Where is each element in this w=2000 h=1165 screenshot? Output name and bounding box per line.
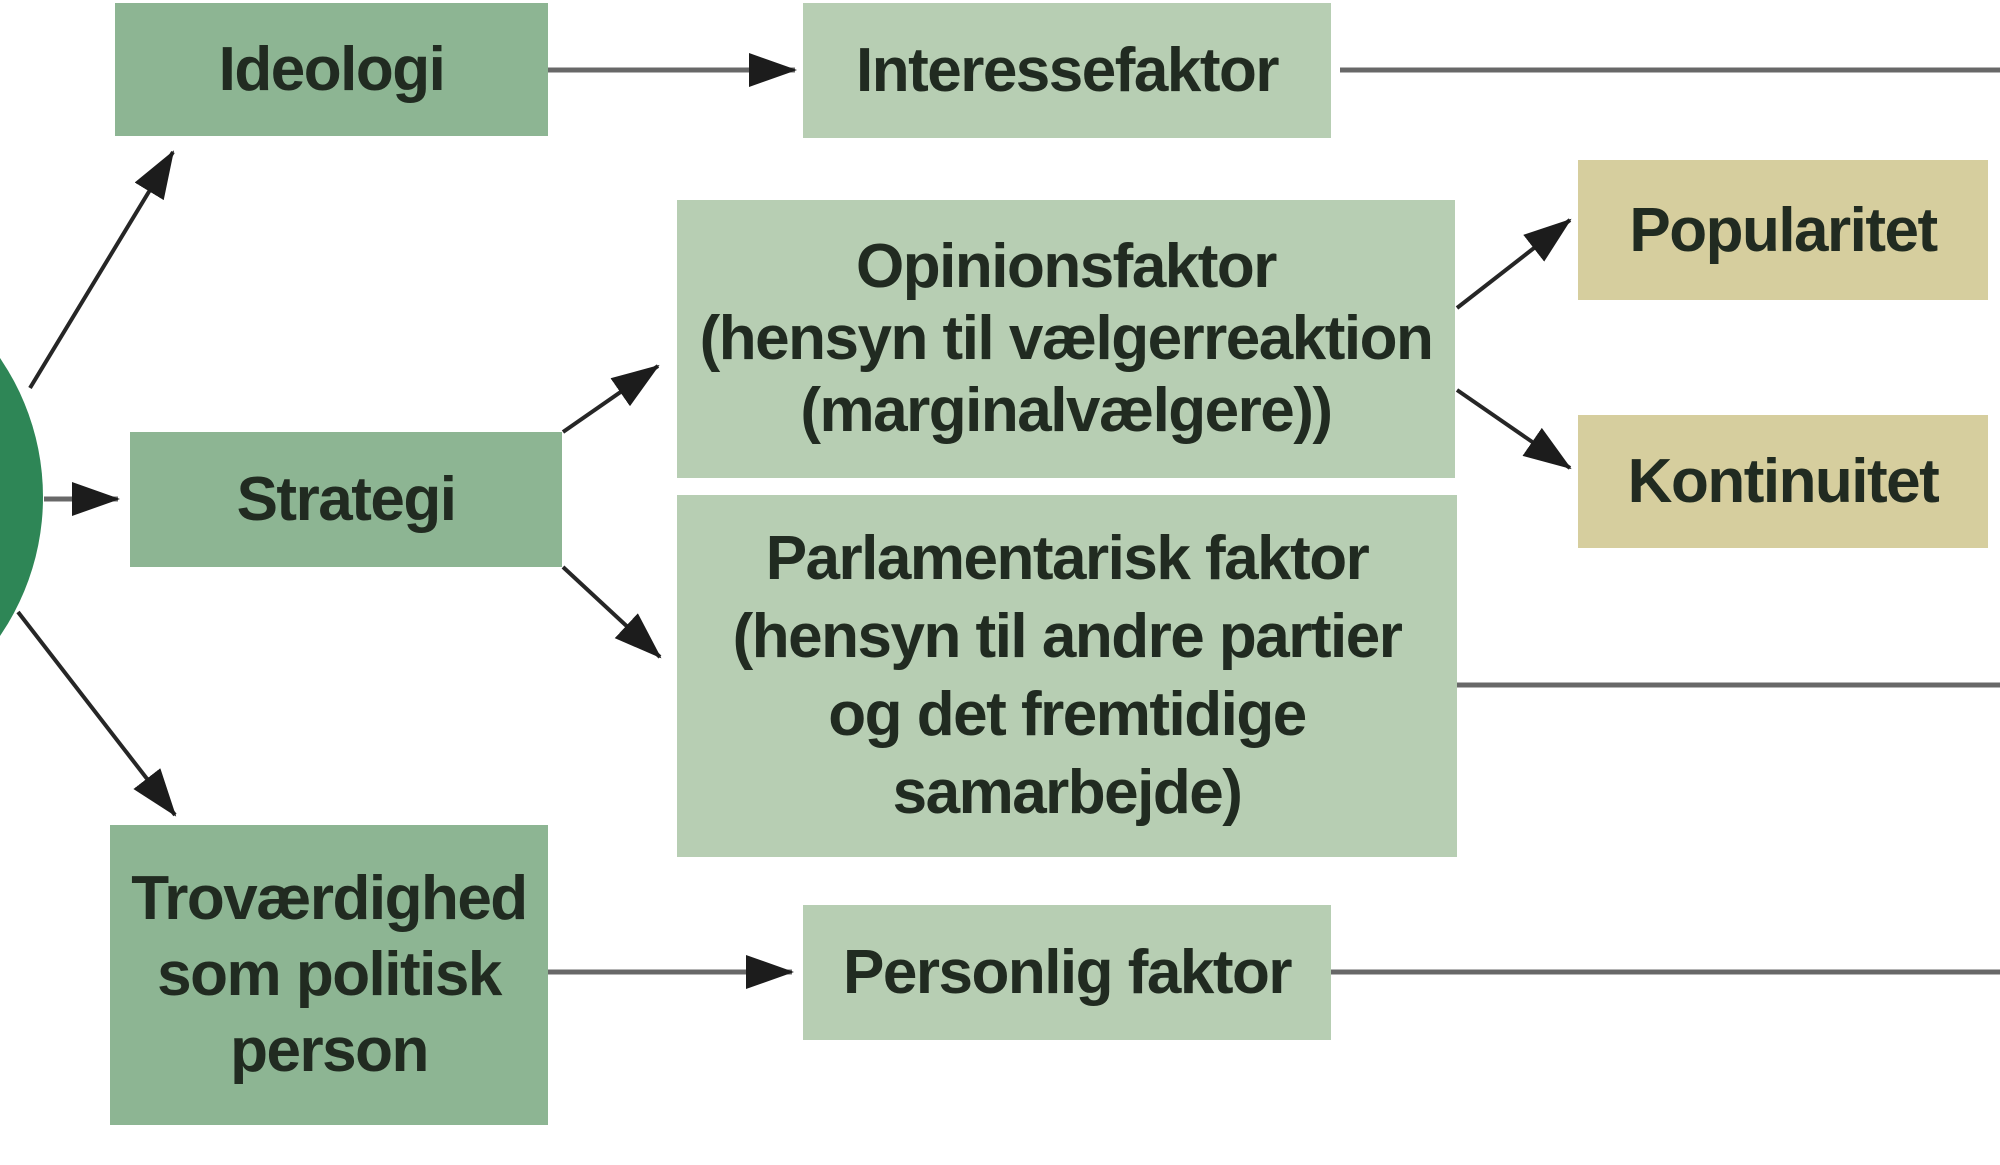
node-interessefaktor: Interessefaktor bbox=[803, 3, 1331, 138]
node-personlig-label: Personlig faktor bbox=[843, 938, 1293, 1007]
edge-hub-to-trovaerdighed bbox=[16, 610, 177, 817]
node-popularitet-label: Popularitet bbox=[1629, 195, 1938, 265]
node-strategi-label: Strategi bbox=[236, 465, 457, 534]
node-trovaerdighed: Troværdighed som politisk person bbox=[110, 825, 548, 1125]
node-kontinuitet-label: Kontinuitet bbox=[1627, 447, 1940, 516]
node-opinionsfaktor-label: Opinionsfaktor (hensyn til vælgerreaktio… bbox=[699, 232, 1434, 445]
node-opinionsfaktor: Opinionsfaktor (hensyn til vælgerreaktio… bbox=[677, 200, 1455, 478]
edge-strategi-to-opinionsfaktor bbox=[561, 364, 660, 434]
node-personlig: Personlig faktor bbox=[803, 905, 1331, 1040]
edge-opinionsfaktor-to-popularitet bbox=[1455, 218, 1572, 310]
node-ideologi-label: Ideologi bbox=[218, 35, 446, 104]
hub-circle bbox=[0, 358, 43, 636]
node-parlamentarisk-label: Parlamentarisk faktor (hensyn til andre … bbox=[732, 524, 1403, 827]
node-popularitet: Popularitet bbox=[1578, 160, 1988, 300]
node-interessefaktor-label: Interessefaktor bbox=[855, 36, 1280, 105]
node-kontinuitet: Kontinuitet bbox=[1578, 415, 1988, 548]
node-strategi: Strategi bbox=[130, 432, 562, 567]
node-parlamentarisk: Parlamentarisk faktor (hensyn til andre … bbox=[677, 495, 1457, 857]
edge-hub-to-ideologi bbox=[28, 150, 175, 390]
edge-strategi-to-parlamentarisk bbox=[561, 565, 662, 659]
node-trovaerdighed-label: Troværdighed som politisk person bbox=[131, 864, 528, 1085]
edge-opinionsfaktor-to-kontinuitet bbox=[1455, 388, 1572, 470]
node-ideologi: Ideologi bbox=[115, 3, 548, 136]
